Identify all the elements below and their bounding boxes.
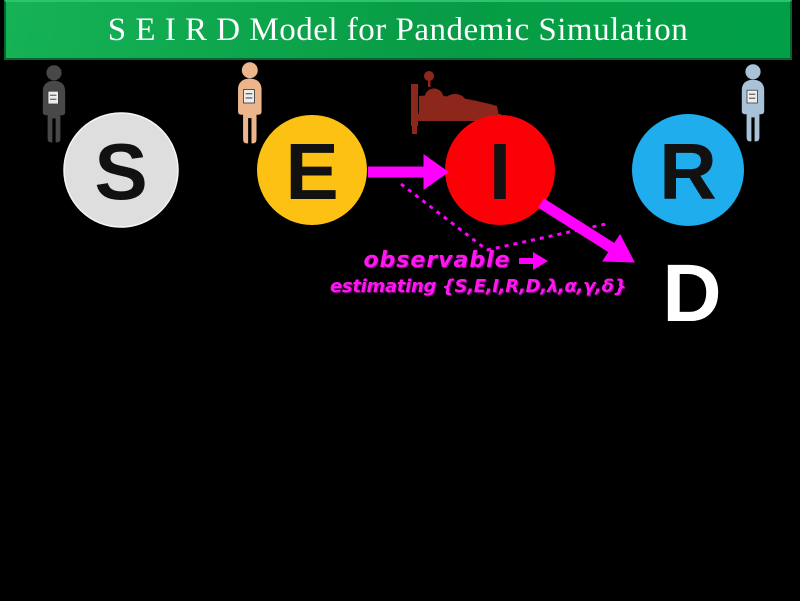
dotted-line-right bbox=[486, 222, 607, 252]
observable-arrow-icon bbox=[518, 251, 548, 270]
recovered-person-icon bbox=[741, 63, 765, 142]
page-title: S E I R D Model for Pandemic Simulation bbox=[107, 11, 689, 48]
node-i-label: I bbox=[489, 127, 511, 216]
arrow-e-to-i-head bbox=[423, 154, 449, 190]
node-s-circle bbox=[63, 112, 179, 228]
node-d-label: D bbox=[662, 248, 721, 339]
dotted-line-left bbox=[400, 182, 488, 252]
estimating-annotation: estimating {S,E,I,R,D,λ,α,γ,δ} bbox=[330, 276, 626, 297]
observable-annotation: observable bbox=[351, 248, 561, 273]
susceptible-person-icon bbox=[42, 64, 66, 143]
node-e-label: E bbox=[285, 127, 338, 216]
node-e-circle bbox=[257, 115, 367, 225]
node-r-label: R bbox=[659, 127, 717, 216]
observable-label: observable bbox=[363, 248, 511, 273]
arrow-i-to-d bbox=[538, 198, 615, 253]
dotted-lines bbox=[400, 182, 607, 252]
node-s-label: S bbox=[94, 127, 147, 216]
node-i-circle bbox=[445, 115, 555, 225]
arrow-i-to-d-head bbox=[602, 234, 635, 263]
title-banner: S E I R D Model for Pandemic Simulation bbox=[4, 0, 792, 60]
estimating-label: estimating {S,E,I,R,D,λ,α,γ,δ} bbox=[330, 276, 627, 297]
exposed-person-icon bbox=[237, 61, 263, 144]
node-r-circle bbox=[632, 114, 744, 226]
solid-arrows bbox=[368, 154, 635, 263]
